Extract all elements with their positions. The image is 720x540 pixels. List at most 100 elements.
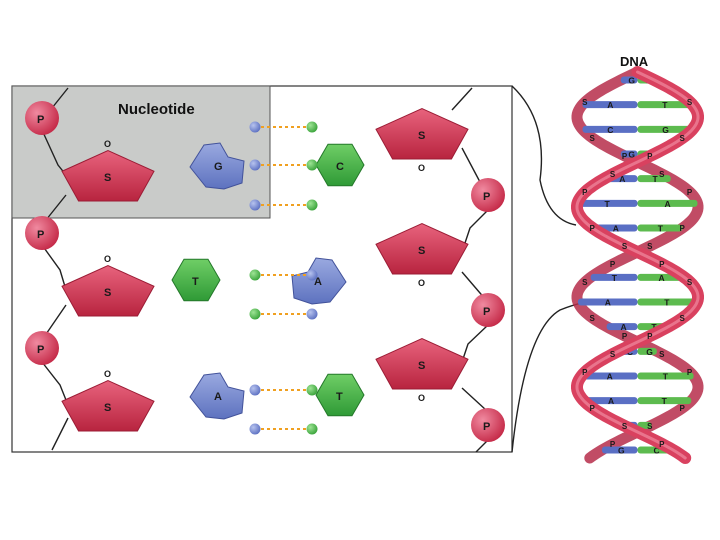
helix-strand-back xyxy=(571,66,704,464)
atom-ball xyxy=(249,423,261,435)
phosphate xyxy=(25,216,59,250)
strand-label: P xyxy=(687,368,693,377)
strand-label: P xyxy=(679,224,685,233)
atom-ball xyxy=(306,121,318,133)
strand-label: P xyxy=(659,440,665,449)
atom-ball xyxy=(249,159,261,171)
base-rung-half xyxy=(606,323,638,331)
base-letter: A xyxy=(314,276,322,288)
rung-letter: G xyxy=(628,150,635,160)
rung-letter: G xyxy=(662,125,669,135)
oxygen-label: O xyxy=(418,393,425,403)
sugar-label: S xyxy=(104,172,111,184)
strand-label: S xyxy=(582,278,588,287)
strand-label: S xyxy=(622,242,628,251)
base-letter: C xyxy=(336,161,344,173)
phosphate xyxy=(471,178,505,212)
sugar xyxy=(375,338,469,390)
base-rung-half xyxy=(581,372,638,380)
base-rung-half xyxy=(620,150,638,158)
strand-label: P xyxy=(679,404,685,413)
rung-letter: A xyxy=(665,199,671,209)
oxygen-label: O xyxy=(104,369,111,379)
phosphate-label: P xyxy=(37,229,44,241)
sugar-label: S xyxy=(104,402,111,414)
base-rung-half xyxy=(637,298,698,306)
strand-label: S xyxy=(610,170,616,179)
rung-letter: T xyxy=(652,174,658,184)
atom-ball xyxy=(249,384,261,396)
phosphate-label: P xyxy=(37,344,44,356)
pyrimidine-base xyxy=(171,258,221,302)
nucleotide-label: Nucleotide xyxy=(118,101,195,118)
atom-ball xyxy=(249,308,261,320)
strand-label: S xyxy=(687,98,693,107)
strand-label: P xyxy=(647,332,653,341)
strand-label: P xyxy=(582,368,588,377)
sugar-label: S xyxy=(418,245,425,257)
rung-letter: T xyxy=(662,396,668,406)
rung-letter: A xyxy=(613,224,619,234)
strand-label: S xyxy=(679,314,685,323)
rung-letter: T xyxy=(662,100,668,110)
base-rung-half xyxy=(620,76,638,84)
strand-label: S xyxy=(659,170,665,179)
base-rung-half xyxy=(637,224,683,232)
rung-letter: A xyxy=(608,396,614,406)
zoom-connector-top xyxy=(511,85,577,226)
rung-letter: A xyxy=(619,174,625,184)
strand-label: P xyxy=(622,332,628,341)
strand-label: S xyxy=(590,314,596,323)
oxygen-label: O xyxy=(104,139,111,149)
strand-label: P xyxy=(590,404,596,413)
atom-ball xyxy=(306,269,318,281)
atom-ball xyxy=(249,121,261,133)
phosphate xyxy=(471,408,505,442)
strand-label: S xyxy=(610,350,616,359)
rung-letter: T xyxy=(664,298,670,308)
base-rung-half xyxy=(582,125,638,133)
oxygen-label: O xyxy=(418,278,425,288)
strand-label: P xyxy=(622,152,628,161)
base-rung-half xyxy=(583,397,638,405)
rung-letter: C xyxy=(607,125,613,135)
strand-label: P xyxy=(590,224,596,233)
strand-label: P xyxy=(647,152,653,161)
purine-base xyxy=(189,372,245,420)
rung-letter: C xyxy=(654,446,660,456)
base-rung-half xyxy=(590,273,638,281)
atom-ball xyxy=(306,159,318,171)
strand-label: P xyxy=(610,260,616,269)
base-rung-half xyxy=(577,199,638,207)
strand-label: S xyxy=(647,422,653,431)
atom-ball xyxy=(306,199,318,211)
sugar xyxy=(61,265,155,317)
strand-label: P xyxy=(687,188,693,197)
phosphate xyxy=(471,293,505,327)
atom-ball xyxy=(306,423,318,435)
rung-letter: T xyxy=(604,199,610,209)
base-rung-half xyxy=(637,372,694,380)
oxygen-label: O xyxy=(104,254,111,264)
base-rung-half xyxy=(637,175,671,183)
purine-base xyxy=(189,142,245,190)
strand-label: S xyxy=(590,134,596,143)
pyrimidine-base xyxy=(315,373,365,417)
rung-letter: G xyxy=(628,76,635,86)
strand-label: S xyxy=(647,242,653,251)
base-rung-half xyxy=(637,199,698,207)
sugar-label: S xyxy=(418,130,425,142)
rung-letter: T xyxy=(663,372,669,382)
phosphate-label: P xyxy=(37,114,44,126)
base-rung-half xyxy=(637,101,693,109)
base-rung-half xyxy=(601,446,638,454)
oxygen-label: O xyxy=(418,163,425,173)
sugar xyxy=(61,150,155,202)
base-rung-half xyxy=(577,298,638,306)
strand-label: P xyxy=(659,260,665,269)
strand-label: S xyxy=(582,98,588,107)
